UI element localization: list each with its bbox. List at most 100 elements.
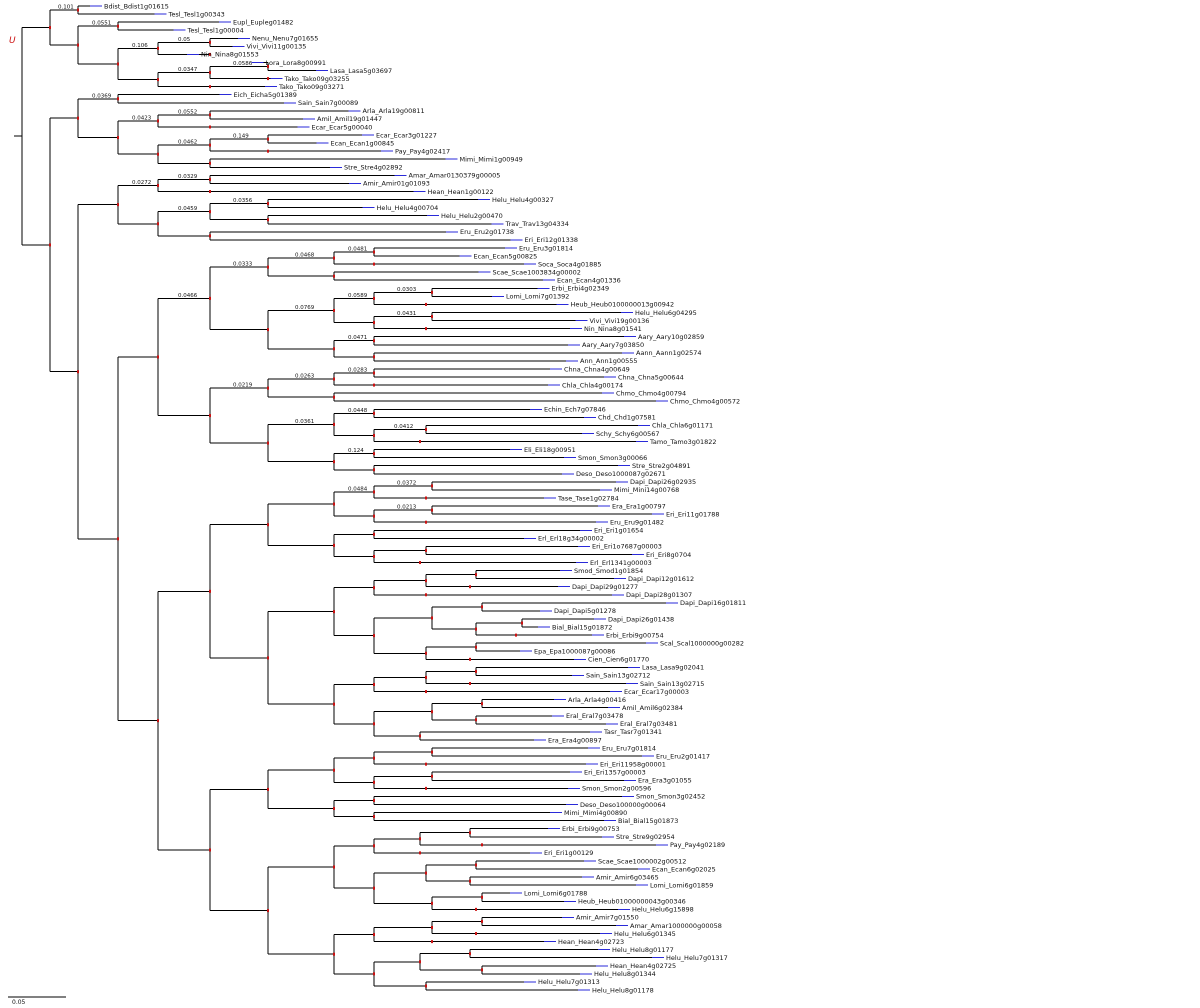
branch-length-label: 0.0361 <box>295 419 314 425</box>
tip-label: Helu_Helu6g15898 <box>632 906 694 914</box>
node-marker <box>209 234 211 238</box>
tip-label: Chna_Chna5g00644 <box>618 373 684 381</box>
node-marker <box>419 837 421 841</box>
tip-label: Scae_Scae1003834g00002 <box>493 268 581 276</box>
node-marker <box>481 843 483 847</box>
node-marker <box>431 750 433 754</box>
node-marker <box>333 395 335 399</box>
node-marker <box>333 377 335 381</box>
node-marker <box>267 909 269 913</box>
tip-label: Sain_Sain13g02712 <box>586 672 650 680</box>
node-marker <box>425 651 427 655</box>
node-marker <box>117 203 119 207</box>
branch-length-labels: 0.050.05860.03470.1060.05510.1010.05520.… <box>58 5 417 511</box>
node-marker <box>373 554 375 558</box>
tip-label: Dapi_Dapi12g01612 <box>628 575 694 583</box>
tip-label: Schy_Schy6g00567 <box>596 430 660 438</box>
tip-label: Chmo_Chmo4g00572 <box>670 398 740 406</box>
tip-label: Ecar_Ecar5g00040 <box>312 123 373 131</box>
node-marker <box>209 71 211 75</box>
scale-bar-label: 0.05 <box>12 999 26 1006</box>
tip-label: Scal_Scal1000000g00282 <box>660 639 744 647</box>
tip-label: Vivi_Vivi19g00136 <box>590 317 650 325</box>
node-marker <box>431 710 433 714</box>
tip-label: Eri_Eri1g01654 <box>594 527 643 535</box>
node-marker <box>267 149 269 153</box>
node-marker <box>419 734 421 738</box>
tip-label: Hean_Hean4g02723 <box>558 938 624 946</box>
node-marker <box>373 490 375 494</box>
branch-length-label: 0.0481 <box>348 247 367 253</box>
node-marker <box>333 768 335 772</box>
tip-label: Vivi_Vivi11g00135 <box>247 43 307 51</box>
branch-length-label: 0.05 <box>178 37 191 43</box>
tip-label: Chna_Chna4g00649 <box>564 365 630 373</box>
node-marker <box>267 64 269 68</box>
tip-label: Ecan_Ecan4g01336 <box>557 277 621 285</box>
branch-length-label: 0.0459 <box>178 206 198 212</box>
tip-label: Eral_Eral7g03478 <box>566 712 623 720</box>
node-marker <box>373 683 375 687</box>
node-marker <box>333 460 335 464</box>
branch-length-label: 0.0589 <box>348 293 368 299</box>
tip-label: Lasa_Lasa5g03697 <box>330 67 392 75</box>
tip-label: Tako_Tako09g03271 <box>278 83 344 91</box>
tip-label: Ecar_Ecar3g01227 <box>376 131 437 139</box>
branch-length-label: 0.106 <box>132 43 148 49</box>
tip-label: Tesl_Tesl1g00343 <box>168 10 225 18</box>
node-marker <box>333 422 335 426</box>
node-marker <box>373 933 375 937</box>
tip-label: Hean_Hean1g00122 <box>428 188 494 196</box>
node-marker <box>481 702 483 706</box>
node-marker <box>333 502 335 506</box>
tip-label: Amir_Amir01g01093 <box>363 180 430 188</box>
tip-label: Sain_Sain7g00089 <box>298 99 358 107</box>
tip-label: Eri_Eri11958g00001 <box>600 760 666 768</box>
branch-length-label: 0.124 <box>348 448 364 454</box>
branch-length-label: 0.0412 <box>394 424 413 430</box>
tip-label: Erbi_Erbi9g00754 <box>606 631 664 639</box>
node-marker <box>419 960 421 964</box>
node-marker <box>333 952 335 956</box>
node-marker <box>425 427 427 431</box>
tip-label: Aary_Aary7g03850 <box>582 341 644 349</box>
node-marker <box>373 634 375 638</box>
node-marker <box>481 605 483 609</box>
tip-label: Helu_Helu4g00704 <box>377 204 439 212</box>
node-marker <box>267 265 269 269</box>
branch-length-label: 0.0372 <box>397 480 416 486</box>
node-marker <box>209 143 211 147</box>
node-marker <box>117 97 119 101</box>
node-marker <box>209 589 211 593</box>
node-marker <box>209 296 211 300</box>
tip-label: Amar_Amar0130379g00005 <box>409 172 501 180</box>
tip-label: Tasr_Tasr7g01341 <box>603 728 662 736</box>
node-marker <box>333 308 335 312</box>
tip-label: Tamo_Tamo3g01822 <box>649 438 717 446</box>
tip-label: Era_Era3g01055 <box>638 777 692 785</box>
tip-label: Stre_Stre4g02892 <box>344 164 403 172</box>
node-marker <box>267 787 269 791</box>
branch-length-label: 0.0448 <box>348 408 368 414</box>
node-marker <box>333 274 335 278</box>
tip-label: Lomi_Lomi7g01392 <box>506 293 569 301</box>
node-marker <box>373 339 375 343</box>
node-marker <box>469 952 471 956</box>
tip-label: Cien_Cien6g01770 <box>588 656 649 664</box>
branch-length-label: 0.0219 <box>233 383 253 389</box>
branch-length-label: 0.0462 <box>178 140 197 146</box>
branch-length-label: 0.101 <box>58 5 74 11</box>
tip-label: Amil_Amil6g02384 <box>622 704 683 712</box>
branch-length-label: 0.0356 <box>233 198 253 204</box>
tip-label: Chmo_Chmo4g00794 <box>616 389 686 397</box>
node-marker <box>373 586 375 590</box>
tip-label: Ecar_Ecar17g00003 <box>624 688 689 696</box>
tip-label: Sain_Sain13g02715 <box>640 680 704 688</box>
node-marker <box>373 780 375 784</box>
node-marker <box>431 315 433 319</box>
tip-label: Smon_Smon3g00066 <box>578 454 647 462</box>
branch-length-label: 0.0466 <box>178 293 198 299</box>
node-marker <box>117 24 119 28</box>
node-marker <box>469 831 471 835</box>
tip-label: Lomi_Lomi6g01788 <box>524 890 587 898</box>
